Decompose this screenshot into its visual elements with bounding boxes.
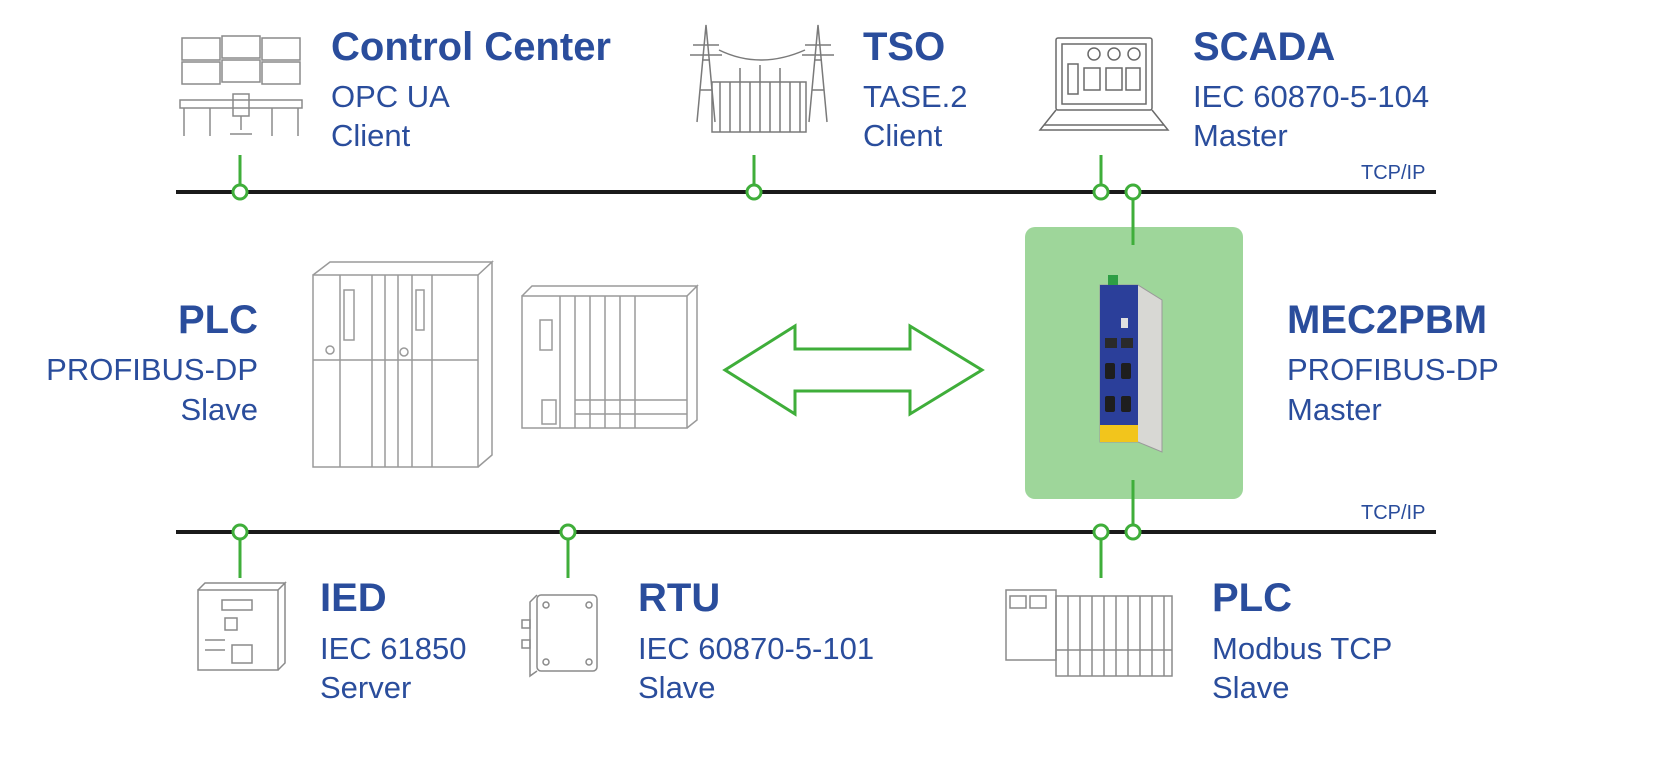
top-bus-label: TCP/IP bbox=[1361, 162, 1426, 184]
scada-role: Master bbox=[1193, 118, 1288, 153]
double-arrow-icon bbox=[722, 323, 985, 417]
substation-icon bbox=[690, 24, 834, 133]
plc-profibus-protocol: PROFIBUS-DP bbox=[46, 352, 258, 387]
plc-rack-icon bbox=[312, 260, 699, 468]
rtu-protocol: IEC 60870-5-101 bbox=[638, 631, 875, 666]
connector-scada bbox=[1092, 155, 1110, 201]
connector-tso bbox=[745, 155, 763, 201]
rtu-title: RTU bbox=[638, 576, 721, 620]
scada-title: SCADA bbox=[1193, 25, 1336, 69]
connector-rtu bbox=[559, 523, 577, 578]
ied-relay-icon bbox=[197, 581, 287, 671]
tso-title: TSO bbox=[863, 25, 946, 69]
gateway-device-icon bbox=[1099, 275, 1163, 453]
control-center-title: Control Center bbox=[331, 25, 611, 69]
rtu-box-icon bbox=[521, 594, 598, 678]
tso-protocol: TASE.2 bbox=[863, 79, 968, 114]
plc-profibus-title: PLC bbox=[178, 298, 258, 342]
control-center-protocol: OPC UA bbox=[331, 79, 450, 114]
connector-control-center bbox=[231, 155, 249, 201]
bottom-bus-label: TCP/IP bbox=[1361, 502, 1426, 524]
mec2pbm-role: Master bbox=[1287, 392, 1382, 427]
control-center-role: Client bbox=[331, 118, 411, 153]
connector-gateway-top bbox=[1124, 183, 1142, 245]
mec2pbm-protocol: PROFIBUS-DP bbox=[1287, 352, 1499, 387]
laptop-icon bbox=[1038, 37, 1170, 131]
control-room-icon bbox=[179, 35, 303, 136]
connector-plc-modbus bbox=[1092, 523, 1110, 578]
connector-ied bbox=[231, 523, 249, 578]
plc-modules-icon bbox=[1005, 589, 1173, 677]
ied-protocol: IEC 61850 bbox=[320, 631, 467, 666]
ied-role: Server bbox=[320, 670, 412, 705]
tso-role: Client bbox=[863, 118, 943, 153]
scada-protocol: IEC 60870-5-104 bbox=[1193, 79, 1430, 114]
rtu-role: Slave bbox=[638, 670, 716, 705]
plc-profibus-role: Slave bbox=[180, 392, 258, 427]
mec2pbm-title: MEC2PBM bbox=[1287, 298, 1488, 342]
plc-modbus-protocol: Modbus TCP bbox=[1212, 631, 1393, 666]
ied-title: IED bbox=[320, 576, 387, 620]
connector-gateway-bottom bbox=[1124, 480, 1142, 541]
plc-modbus-role: Slave bbox=[1212, 670, 1290, 705]
plc-modbus-title: PLC bbox=[1212, 576, 1292, 620]
